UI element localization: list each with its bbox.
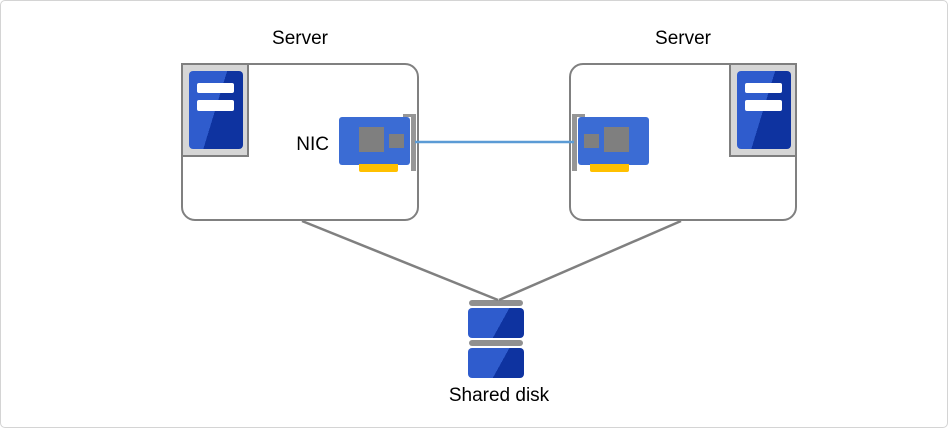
nic-bracket [411, 114, 416, 171]
stacked-disk-icon [468, 300, 524, 378]
server-tower-slot [197, 83, 234, 93]
disk-platter-bar [469, 300, 523, 306]
nic-edge-connector [359, 164, 398, 172]
nic-card-icon [572, 114, 649, 172]
server-tower-body [737, 71, 791, 149]
server-tower-slot [745, 83, 782, 93]
server-right-to-disk-line [498, 219, 682, 302]
server-left-label: Server [272, 28, 328, 49]
nic-chip [604, 127, 629, 152]
nic-bracket-tab [403, 114, 412, 117]
nic-bracket [572, 114, 577, 171]
disk-unit [468, 308, 524, 338]
nic-edge-connector [590, 164, 629, 172]
nic-chip [584, 134, 599, 148]
disk-platter-bar [469, 340, 523, 346]
nic-card-body [339, 117, 410, 165]
shared-disk-label: Shared disk [448, 385, 550, 406]
nic-chip [359, 127, 384, 152]
nic-card-body [578, 117, 649, 165]
server-tower-body [189, 71, 243, 149]
server-tower-slot [197, 100, 234, 111]
nic-card-icon [339, 114, 416, 172]
server-right-label: Server [655, 28, 711, 49]
disk-unit [468, 348, 524, 378]
server-tower-slot [745, 100, 782, 111]
nic-chip [389, 134, 404, 148]
server-tower-icon [729, 63, 797, 157]
server-left-to-disk-line [301, 219, 499, 302]
nic-label: NIC [296, 134, 329, 155]
server-tower-icon [181, 63, 249, 157]
